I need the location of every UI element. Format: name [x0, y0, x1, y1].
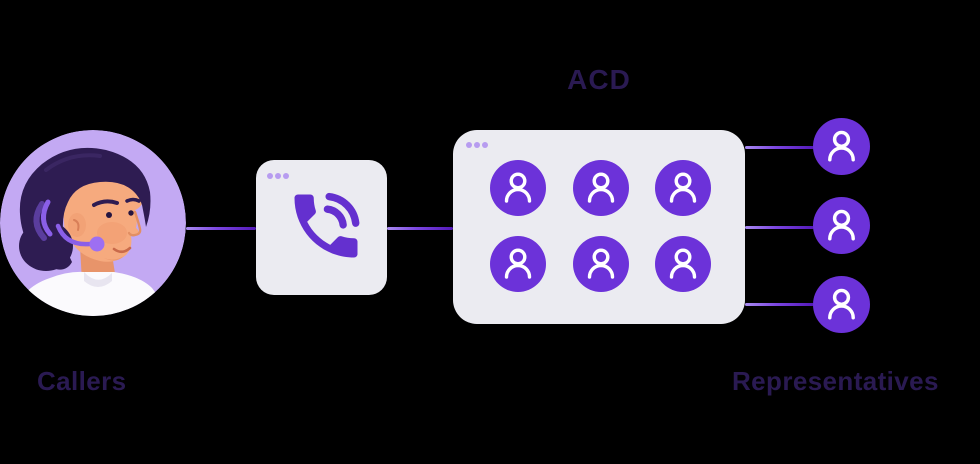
- connector-acd-to-rep-1: [745, 146, 814, 149]
- agent-circle: [573, 160, 629, 216]
- connector-caller-to-phone: [186, 227, 256, 230]
- acd-title: ACD: [567, 64, 631, 95]
- representative-circle: [813, 276, 870, 333]
- caller-avatar: [0, 130, 186, 316]
- connector-acd-to-rep-3: [745, 303, 814, 306]
- window-dots-icon: [267, 173, 289, 179]
- representative-circle: [813, 118, 870, 175]
- representative-circle: [813, 197, 870, 254]
- person-icon: [828, 288, 855, 320]
- person-icon: [828, 130, 855, 162]
- representatives-label: Representatives: [732, 366, 939, 396]
- connector-acd-to-rep-2: [745, 226, 814, 229]
- woman-with-headset-avatar: [0, 130, 186, 316]
- agent-circle: [490, 236, 546, 292]
- acd-box: [453, 130, 745, 324]
- agent-circle: [490, 160, 546, 216]
- phone-call-icon: [294, 192, 360, 258]
- agent-circle: [655, 160, 711, 216]
- phone-card: [256, 160, 387, 295]
- callers-label: Callers: [37, 366, 127, 396]
- person-icon: [669, 248, 697, 279]
- person-icon: [828, 209, 855, 241]
- person-icon: [504, 172, 532, 203]
- person-icon: [669, 172, 697, 203]
- window-dots-icon: [466, 142, 488, 148]
- connector-phone-to-acd: [387, 227, 453, 230]
- agent-circle: [573, 236, 629, 292]
- person-icon: [587, 248, 615, 279]
- person-icon: [587, 172, 615, 203]
- agent-circle: [655, 236, 711, 292]
- person-icon: [504, 248, 532, 279]
